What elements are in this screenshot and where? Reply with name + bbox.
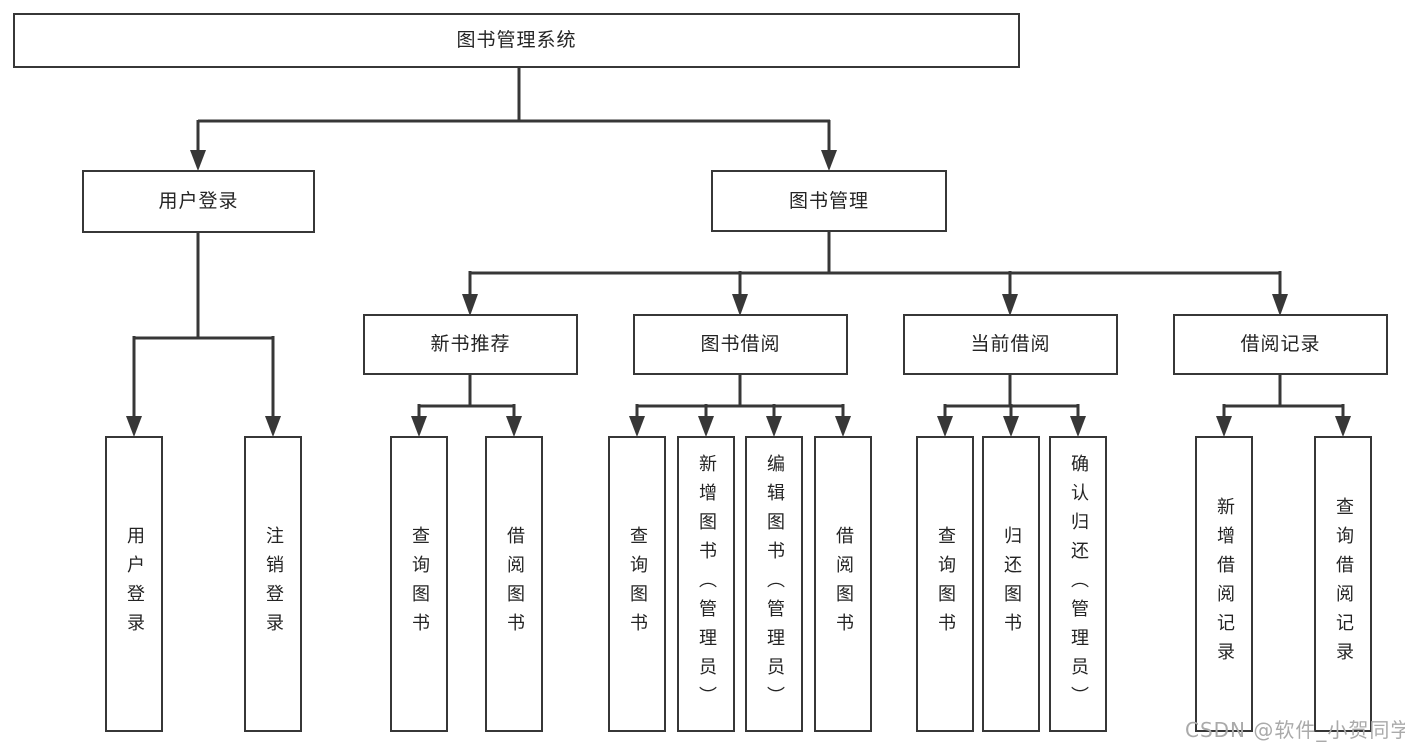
leaf-query-books-current: 查询图书 [916, 436, 974, 732]
node-book-management: 图书管理 [711, 170, 947, 232]
leaf-confirm-return-admin-label: 确认归还（管理员） [1068, 453, 1089, 715]
node-user-login-label: 用户登录 [158, 190, 239, 212]
leaf-add-books-admin: 新增图书（管理员） [677, 436, 735, 732]
leaf-query-books-current-label: 查询图书 [935, 526, 956, 642]
node-book-borrow: 图书借阅 [633, 314, 848, 375]
leaf-edit-books-admin-label: 编辑图书（管理员） [764, 453, 785, 715]
leaf-confirm-return-admin: 确认归还（管理员） [1049, 436, 1107, 732]
leaf-add-borrow-record: 新增借阅记录 [1195, 436, 1253, 732]
level3-to-leaf-connectors [411, 375, 1351, 437]
node-user-login: 用户登录 [82, 170, 315, 233]
leaf-query-books-borrow-label: 查询图书 [627, 526, 648, 642]
leaf-user-login-label: 用户登录 [124, 526, 145, 642]
leaf-query-borrow-record-label: 查询借阅记录 [1333, 497, 1354, 671]
leaf-borrow-books: 借阅图书 [814, 436, 872, 732]
node-current-borrow-label: 当前借阅 [970, 333, 1051, 355]
leaf-edit-books-admin: 编辑图书（管理员） [745, 436, 803, 732]
node-book-management-label: 图书管理 [788, 189, 869, 212]
node-new-book-recommend-label: 新书推荐 [430, 333, 511, 355]
leaf-logout-label: 注销登录 [263, 526, 284, 642]
leaf-borrow-books-recommend-label: 借阅图书 [504, 526, 525, 642]
leaf-return-books: 归还图书 [982, 436, 1040, 732]
node-borrow-records: 借阅记录 [1173, 314, 1388, 375]
node-library-system-label: 图书管理系统 [456, 29, 577, 51]
node-borrow-records-label: 借阅记录 [1240, 333, 1321, 355]
csdn-watermark: CSDN @软件_小贺同学 [1185, 718, 1405, 742]
leaf-logout: 注销登录 [244, 436, 302, 732]
leaf-user-login: 用户登录 [105, 436, 163, 732]
leaf-query-books-recommend: 查询图书 [390, 436, 448, 732]
node-library-system: 图书管理系统 [13, 13, 1020, 68]
leaf-query-borrow-record: 查询借阅记录 [1314, 436, 1372, 732]
node-book-borrow-label: 图书借阅 [700, 333, 781, 355]
leaf-query-books-recommend-label: 查询图书 [409, 526, 430, 642]
node-current-borrow: 当前借阅 [903, 314, 1118, 375]
leaf-return-books-label: 归还图书 [1001, 526, 1022, 642]
leaf-query-books-borrow: 查询图书 [608, 436, 666, 732]
leaf-add-borrow-record-label: 新增借阅记录 [1214, 497, 1235, 671]
leaf-borrow-books-label: 借阅图书 [833, 526, 854, 642]
book-management-branch-connectors [462, 232, 1288, 316]
leaf-add-books-admin-label: 新增图书（管理员） [696, 453, 717, 715]
node-new-book-recommend: 新书推荐 [363, 314, 578, 375]
user-login-branch-connectors [126, 233, 281, 437]
root-to-level2-connectors [190, 68, 837, 171]
leaf-borrow-books-recommend: 借阅图书 [485, 436, 543, 732]
